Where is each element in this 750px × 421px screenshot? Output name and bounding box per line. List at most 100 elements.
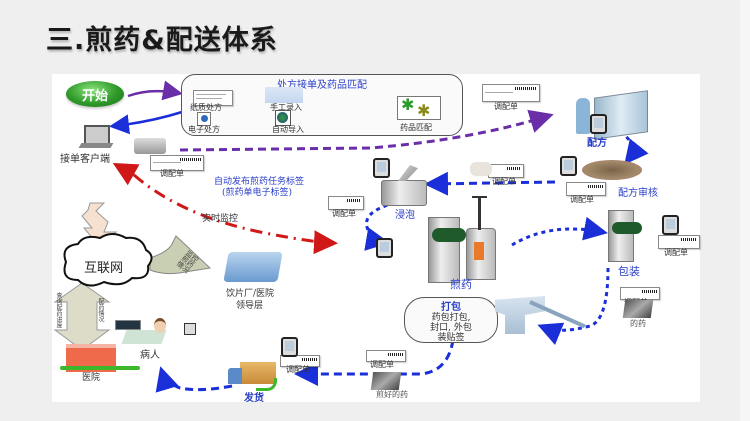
decoct-display-icon [432,228,466,242]
decoct-shaft-icon [478,198,481,230]
truck-cab-icon [228,368,242,384]
soak-to-decoct-arrow [364,201,396,251]
slip-icon [328,196,364,210]
tablet-icon [662,215,679,235]
patient-label: 病人 [140,350,160,361]
tablet-icon [560,156,577,176]
tablet-icon [376,238,393,258]
decoct-label-plate-icon [474,242,484,260]
pack-to-bagging-arrow [537,267,610,345]
client-to-dispense-arrow [179,109,554,152]
ship-to-patient-arrow [155,366,233,393]
slip-icon [280,355,320,367]
match-to-client-arrow [109,110,183,135]
auto-import-label: 自动导入 [272,125,304,134]
start-to-match-arrow [127,80,183,101]
pack-display-icon [612,222,642,234]
dispense-label: 配方 [587,138,607,149]
medicine-label: 的药 [630,319,646,328]
drug-match-icon: ✱ ✱ [397,95,441,120]
slip-label: 调配单 [570,195,594,204]
slip-icon [366,350,406,362]
manual-entry-label: 手工录入 [270,103,302,112]
herb-bag-icon [470,162,492,176]
drug-match-label: 药品匹配 [400,123,432,132]
e-prescription-label: 电子处方 [188,125,220,134]
internet-label: 互联网 [84,261,124,276]
start-button[interactable]: 开始 [66,81,124,107]
green-asterisk-icon: ✱ [401,95,415,114]
medicine-label: 煎好的药 [376,390,408,399]
right-edge-band [740,0,750,421]
bagging-desc-line: 装贴签 [437,333,465,343]
bagging-title: 打包 [441,302,461,313]
realtime-monitor-label: 实时监控 [202,214,239,224]
slip-icon [150,155,204,171]
grass-icon [60,366,140,370]
realtime-monitor-arrow [133,173,338,255]
tablet-icon [281,337,298,357]
bagging-to-ship-arrow [294,339,455,386]
auto-publish-sublabel: (煎药单电子标签) [222,188,293,198]
small-device-icon [184,323,196,335]
slip-label: 调配单 [370,360,394,369]
leaders-meeting-icon [223,252,283,282]
medicine-packet-icon [370,372,402,390]
hospital-double-arrow [53,282,111,351]
manual-entry-icon [265,87,303,103]
slip-label: 调配单 [286,365,310,374]
slip-icon [658,235,700,249]
dispense-status-label: 配药情况 [97,298,104,322]
pharmacist-icon [576,98,590,134]
bagging-box: 打包 药包打包, 封口, 外包 装贴签 [404,297,498,343]
client-computer-icon [84,125,110,145]
slip-icon [566,182,606,196]
paper-prescription-label: 纸质处方 [190,103,222,112]
pack-machine-icon [608,210,634,262]
internet-cloud-shape [63,233,153,287]
client-label: 接单客户端 [60,154,110,165]
tablet-icon [373,158,390,178]
ship-label: 发货 [244,393,264,404]
bagging-desc-line: 药包打包, [431,313,471,323]
monitor-leader-arrow [149,235,212,275]
decoct-machine-icon [428,217,460,283]
herb-pile-icon [582,160,642,180]
decoct-handle-icon [472,196,487,198]
soak-label: 浸泡 [395,210,415,221]
slip-label: 调配单 [160,169,184,178]
slip-label: 调配单 [494,102,518,111]
slip-label: 调配单 [332,209,356,218]
slip-icon [482,84,540,102]
page-title: 三.煎药&配送体系 [46,25,278,56]
bagging-desc-line: 封口, 外包 [430,323,472,333]
slip-icon [620,287,660,300]
printer-icon [134,138,166,154]
leaders-label: 饮片厂/医院 [226,289,275,299]
patient-icon [154,318,166,333]
soak-tank-icon [381,180,427,206]
e-prescription-icon [197,112,211,126]
leaders-label: 领导层 [236,301,264,311]
review-label: 配方审核 [618,188,658,199]
keyboard-icon [78,143,114,148]
query-progress-label: 查询配药进度 [55,292,62,328]
review-to-soak-arrow [424,171,556,196]
monitor-screen-icon [115,320,141,330]
prescription-match-title: 处方接单及药品匹配 [277,80,367,91]
monitor-to-client-arrow [112,163,140,186]
auto-publish-label: 自动发布煎药任务标签 [214,177,305,187]
olive-asterisk-icon: ✱ [417,101,431,120]
return-arrow-icon [256,378,277,391]
pack-label: 包装 [618,265,640,278]
medicine-packet-icon [622,300,654,318]
dispense-to-review-arrow [619,130,649,165]
tablet-icon [590,114,607,134]
slip-label: 调配单 [664,248,688,257]
slip-label: 调配单 [492,177,516,186]
decoct-to-pack-arrow [511,216,608,247]
paper-prescription-icon [193,90,233,106]
auto-import-icon [275,110,291,126]
hospital-label: 医院 [82,373,101,383]
decoct-label: 煎药 [450,278,472,291]
